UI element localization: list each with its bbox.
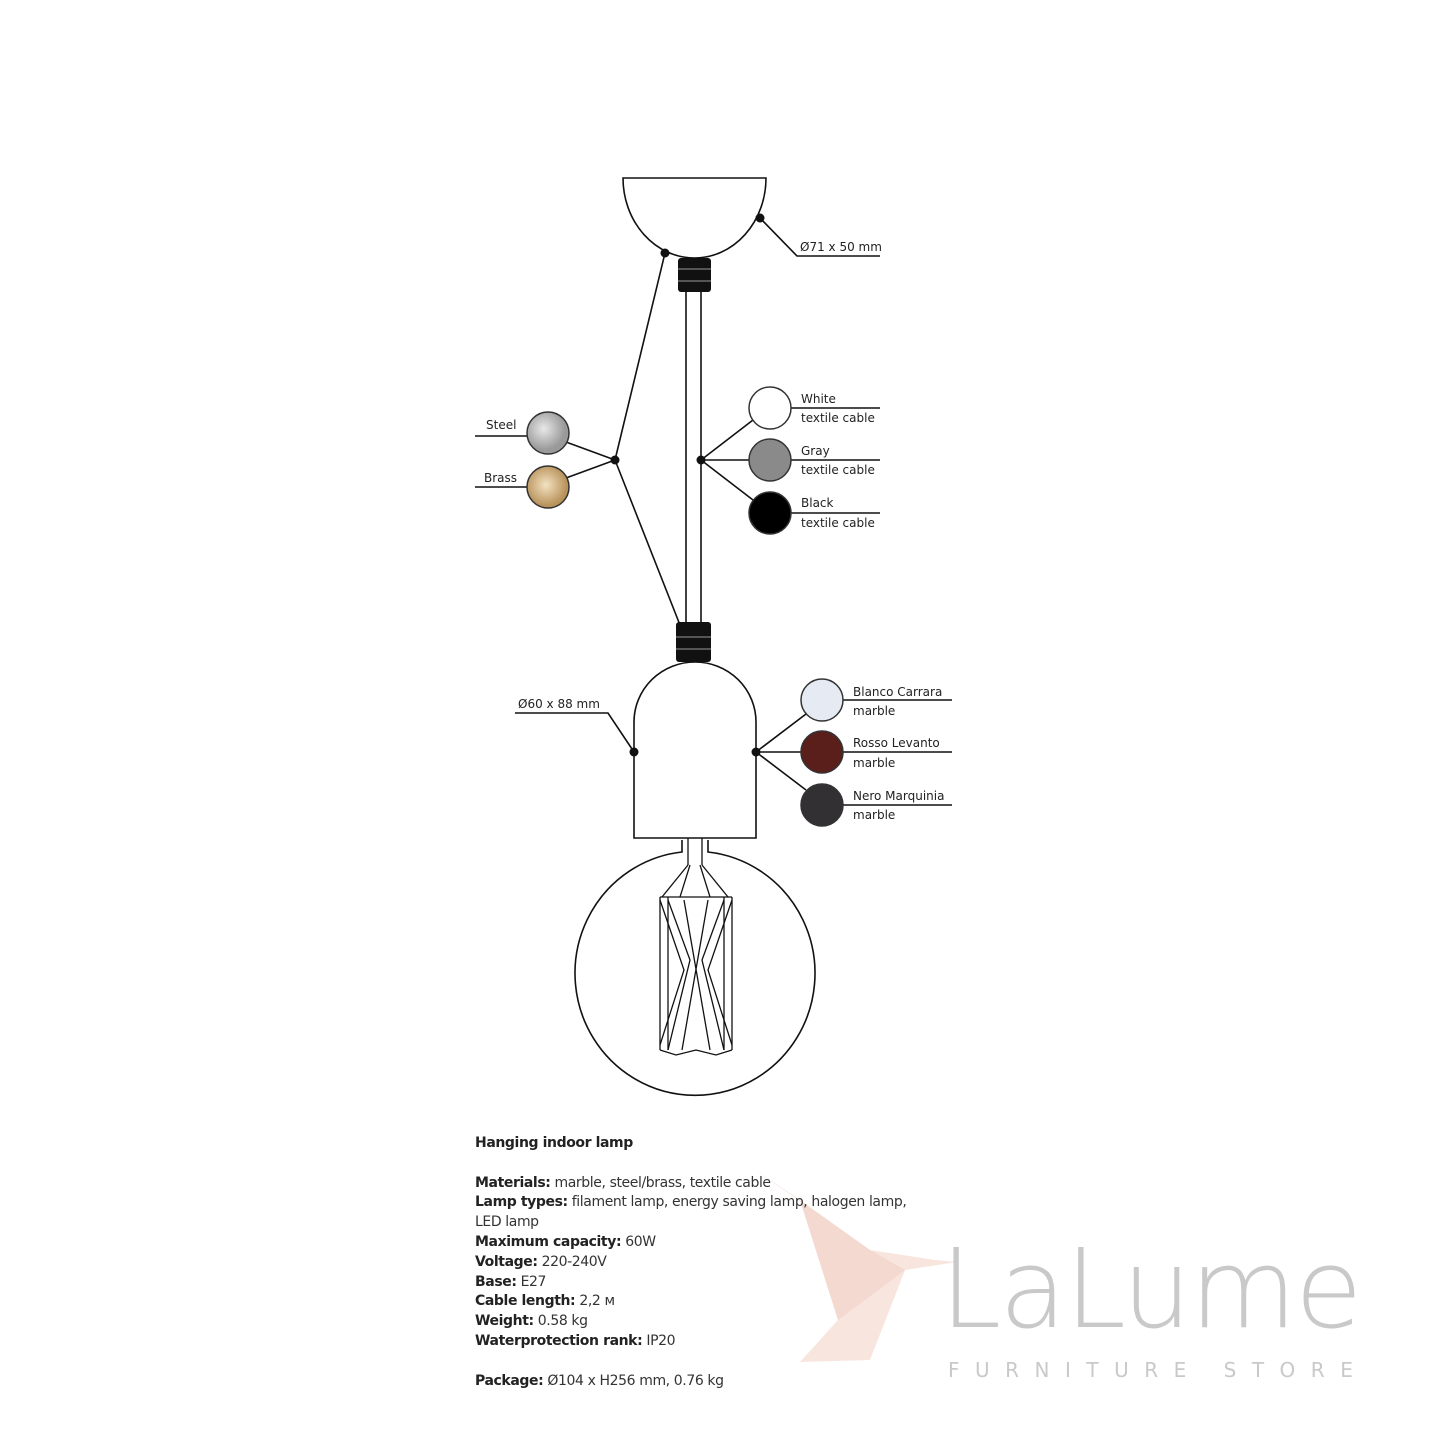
spec-row: Cable length: 2,2 м [475,1292,915,1312]
spec-row: Voltage: 220-240V [475,1253,915,1273]
spec-key: Weight: [475,1313,534,1330]
spec-value: 0.58 kg [537,1313,588,1330]
watermark: LaLume FURNITURE STORE [940,1224,1368,1382]
steel-swatch [526,411,570,455]
blanco-carrara-sublabel: marble [853,704,895,718]
spec-value: marble, steel/brass, textile cable [554,1174,772,1191]
filament [659,838,733,1056]
spec-package: Package: Ø104 x H256 mm, 0.76 kg [475,1372,915,1392]
white-cable-swatch [748,386,792,430]
spec-key: Cable length: [475,1293,576,1310]
spec-row: Base: E27 [475,1273,915,1293]
gray-cable-swatch [748,438,792,482]
gray-cable-sublabel: textile cable [801,463,875,477]
spec-value: 60W [625,1233,656,1250]
blanco-carrara-swatch [800,678,844,722]
rosso-levanto-sublabel: marble [853,756,895,770]
spec-value: IP20 [646,1332,676,1349]
white-cable-sublabel: textile cable [801,411,875,425]
spec-key: Package: [475,1372,544,1389]
black-cable-sublabel: textile cable [801,516,875,530]
spec-value: Ø104 x H256 mm, 0.76 kg [547,1372,724,1389]
nero-marquinia-label: Nero Marquinia [853,789,944,803]
spec-key: Waterprotection rank: [475,1332,643,1349]
bulb [574,840,816,1096]
spec-row: Lamp types: filament lamp, energy saving… [475,1193,915,1233]
bottom-connector [676,622,711,662]
black-cable-label: Black [801,496,834,510]
rosso-levanto-swatch [800,730,844,774]
spec-block: Hanging indoor lamp Materials: marble, s… [475,1134,915,1391]
canopy [622,177,767,259]
lamp-holder [633,661,757,839]
spec-key: Lamp types: [475,1194,568,1211]
canopy-dimension: Ø71 x 50 mm [800,240,882,254]
spec-row: Weight: 0.58 kg [475,1312,915,1332]
spec-row: Materials: marble, steel/brass, textile … [475,1174,915,1194]
spec-row: Waterprotection rank: IP20 [475,1332,915,1352]
spec-key: Maximum capacity: [475,1233,622,1250]
spec-key: Materials: [475,1174,551,1191]
white-cable-label: White [801,392,836,406]
nero-marquinia-swatch [800,783,844,827]
spec-title: Hanging indoor lamp [475,1135,633,1151]
black-cable-swatch [748,491,792,535]
spec-key: Base: [475,1273,517,1290]
spec-value: 220-240V [541,1253,607,1270]
blanco-carrara-label: Blanco Carrara [853,685,942,699]
spec-value: E27 [520,1273,547,1290]
holder-dimension: Ø60 x 88 mm [518,697,600,711]
spec-key: Voltage: [475,1253,538,1270]
spec-row: Maximum capacity: 60W [475,1233,915,1253]
nero-marquinia-sublabel: marble [853,808,895,822]
watermark-brand: LaLume [940,1225,1363,1353]
spec-value: filament lamp, energy saving lamp, halog… [475,1194,907,1231]
gray-cable-label: Gray [801,444,830,458]
brass-swatch [526,465,570,509]
steel-label: Steel [486,418,516,432]
brass-label: Brass [484,471,517,485]
top-connector [678,258,711,292]
rosso-levanto-label: Rosso Levanto [853,736,940,750]
spec-value: 2,2 м [579,1293,615,1310]
watermark-tagline: FURNITURE STORE [948,1358,1369,1382]
